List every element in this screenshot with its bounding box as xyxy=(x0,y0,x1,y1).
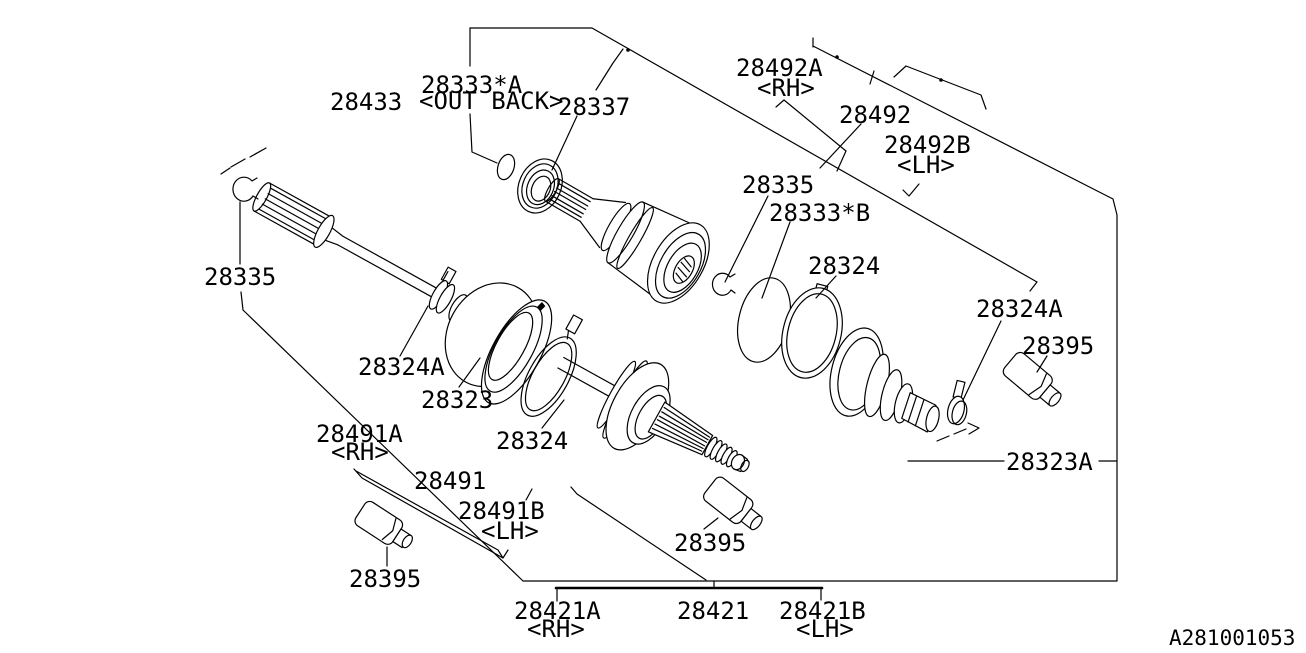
part-label-28333B: 28333*B xyxy=(769,199,871,227)
part-label-28421: 28421 xyxy=(677,597,750,625)
part-label-28421B-tag: <LH> xyxy=(796,615,854,643)
part-label-28323A: 28323A xyxy=(1006,448,1093,476)
part-label-28492A-tag: <RH> xyxy=(757,74,815,102)
part-label-28395-right: 28395 xyxy=(1022,332,1095,360)
part-label-28323: 28323 xyxy=(421,386,494,414)
part-label-28491A: 28491A xyxy=(316,420,403,448)
part-label-28433: 28433 xyxy=(330,88,403,116)
part-label-28337: 28337 xyxy=(558,93,631,121)
frame-lines xyxy=(220,27,1118,582)
grease-tube-left xyxy=(354,500,413,549)
part-label-28324A-left: 28324A xyxy=(358,353,445,381)
grease-tube-right xyxy=(1002,351,1062,407)
part-label-28491B: 28491B xyxy=(458,497,545,525)
inner-joint-assembly xyxy=(543,177,710,304)
part-label-28492A: 28492A xyxy=(736,54,823,82)
boot-right xyxy=(829,327,940,433)
part-label-28324A-right: 28324A xyxy=(976,295,1063,323)
part-label-28421B: 28421B xyxy=(779,597,866,625)
part-label-28492B: 28492B xyxy=(884,131,971,159)
part-label-28335-left: 28335 xyxy=(204,263,277,291)
part-label-28491B-tag: <LH> xyxy=(481,517,539,545)
part-label-28333A: 28333*A xyxy=(421,71,523,99)
part-label-28324-mid: 28324 xyxy=(496,427,569,455)
part-label-28421A-tag: <RH> xyxy=(527,615,585,643)
part-label-28333A-tag: <OUT BACK> xyxy=(419,87,564,115)
part-label-28492B-tag: <LH> xyxy=(897,151,955,179)
part-label-28335-mid: 28335 xyxy=(742,171,815,199)
leader-lines xyxy=(353,99,1118,602)
snap-ring-left xyxy=(232,176,259,202)
axle-shaft-assembly xyxy=(252,182,750,473)
part-label-28395-left: 28395 xyxy=(349,565,422,593)
snap-ring-middle xyxy=(711,272,736,296)
seal-oval xyxy=(496,153,516,181)
part-label-28491: 28491 xyxy=(414,467,487,495)
part-label-28324-right: 28324 xyxy=(808,252,881,280)
part-label-28492: 28492 xyxy=(839,101,912,129)
boot-band-right xyxy=(781,283,843,379)
grease-tube-middle xyxy=(703,476,763,531)
part-label-28421A: 28421A xyxy=(514,597,601,625)
part-label-28491A-tag: <RH> xyxy=(331,438,389,466)
diagram-code: A281001053 xyxy=(1169,626,1296,650)
boot-clamp-small-right xyxy=(946,379,968,426)
part-label-28395-mid: 28395 xyxy=(674,529,747,557)
